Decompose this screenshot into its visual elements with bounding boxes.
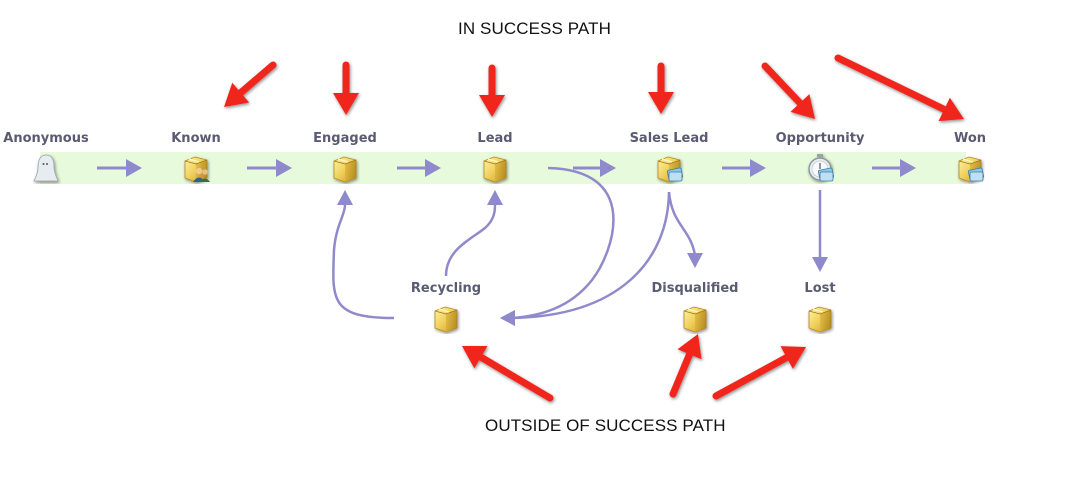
edge-path	[511, 191, 671, 320]
edge-opportunity-to-won	[872, 159, 916, 177]
box-icon	[680, 302, 710, 334]
flow-edges	[97, 159, 916, 326]
edge-path	[667, 191, 697, 256]
callout-arrow-sales_lead	[648, 62, 674, 114]
edge-known-to-engaged	[247, 159, 292, 177]
red-arrowhead-icon	[479, 95, 505, 117]
arrowhead-icon	[500, 310, 515, 326]
edge-lead-to-sales_lead	[573, 159, 616, 177]
callout-shaft	[669, 347, 695, 398]
arrowhead-icon	[900, 159, 916, 177]
node-label: Lost	[804, 281, 836, 296]
red-arrowhead-icon	[224, 82, 250, 107]
node-label: Sales Lead	[629, 131, 709, 146]
box-icon	[330, 152, 360, 184]
box-icon	[431, 302, 461, 334]
callout-shaft	[761, 62, 807, 110]
callout-shaft	[834, 54, 952, 115]
box-with-cards-icon	[955, 152, 985, 184]
callout-arrow-won	[834, 54, 964, 122]
arrowhead-icon	[276, 159, 292, 177]
edge-path	[332, 204, 395, 320]
callout-arrow-opportunity	[761, 62, 815, 119]
callout-arrow-recycling	[462, 346, 554, 402]
box-with-cards-icon	[654, 152, 684, 184]
node-label: Disqualified	[651, 281, 739, 296]
red-arrowhead-icon	[333, 93, 359, 115]
stopwatch-with-cards-icon	[805, 152, 835, 184]
edge-engaged-to-lead	[397, 159, 441, 177]
arrowhead-icon	[687, 253, 703, 268]
callout-arrow-disqualified	[669, 334, 702, 398]
edge-path	[444, 204, 497, 277]
node-label: Recycling	[410, 281, 482, 296]
edge-sales_lead-to-disqualified	[667, 191, 703, 268]
edge-anonymous-to-known	[97, 159, 142, 177]
arrowhead-icon	[425, 159, 441, 177]
edge-recycling-to-engaged	[332, 190, 395, 320]
arrowhead-icon	[126, 159, 142, 177]
node-label: Anonymous	[3, 131, 89, 146]
box-with-people-icon	[181, 152, 211, 184]
edge-sales_lead-to-opportunity	[722, 159, 766, 177]
node-label: Opportunity	[775, 131, 865, 146]
callout-arrow-engaged	[333, 61, 359, 115]
box-icon	[805, 302, 835, 334]
red-arrowhead-icon	[938, 97, 964, 122]
red-arrowhead-icon	[462, 346, 488, 369]
callout-arrows	[224, 54, 964, 402]
node-label: Engaged	[313, 131, 377, 146]
node-label: Lead	[477, 131, 513, 146]
callout-arrow-lost	[712, 346, 806, 400]
in-success-path-caption: IN SUCCESS PATH	[458, 19, 611, 38]
callout-arrow-known	[224, 61, 277, 107]
node-label: Known	[171, 131, 221, 146]
arrowhead-icon	[487, 190, 503, 205]
arrowhead-icon	[337, 190, 353, 205]
callout-shaft	[712, 352, 794, 400]
callout-arrow-lead	[479, 64, 505, 117]
arrowhead-icon	[600, 159, 616, 177]
red-arrowhead-icon	[677, 334, 702, 360]
edge-recycling-to-lead	[444, 190, 503, 277]
node-label: Won	[953, 131, 987, 146]
outside-success-path-caption: OUTSIDE OF SUCCESS PATH	[485, 416, 726, 435]
arrowhead-icon	[812, 257, 828, 272]
arrowhead-icon	[750, 159, 766, 177]
red-arrowhead-icon	[780, 346, 806, 369]
callout-shaft	[234, 61, 277, 99]
red-arrowhead-icon	[648, 92, 674, 114]
red-arrowhead-icon	[790, 94, 815, 119]
edge-opportunity-to-lost	[812, 190, 828, 272]
edge-sales_lead-to-recycling	[500, 191, 671, 326]
ghost-icon	[31, 152, 61, 184]
box-icon	[480, 152, 510, 184]
callout-shaft	[473, 351, 554, 402]
edge-path	[511, 166, 615, 320]
